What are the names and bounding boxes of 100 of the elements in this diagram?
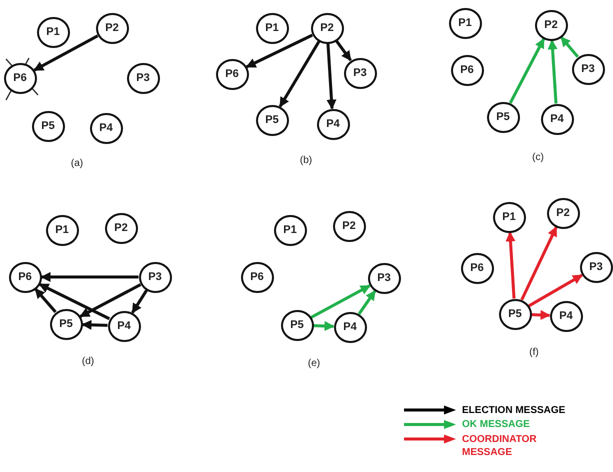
process-label: P2 <box>556 208 570 218</box>
process-circle <box>572 54 604 84</box>
process-circle <box>90 112 122 144</box>
process-circle <box>450 54 484 86</box>
process-label: P3 <box>353 68 367 78</box>
process-circle <box>50 308 82 340</box>
arrow <box>34 288 57 313</box>
process-label: P3 <box>136 72 150 84</box>
arrow <box>38 282 110 320</box>
process-label: P3 <box>377 272 391 284</box>
process-circle <box>126 62 160 94</box>
arrow <box>531 310 551 320</box>
process-circle <box>280 310 314 340</box>
process-label: P4 <box>550 114 564 124</box>
process-circle <box>32 110 64 142</box>
process-label: P2 <box>105 22 119 34</box>
arrow <box>560 36 579 58</box>
process-label: P3 <box>589 262 603 272</box>
legend-text: ELECTION MESSAGE <box>462 404 566 416</box>
process-circle <box>316 108 350 140</box>
arrow <box>520 226 558 300</box>
process-label: P6 <box>250 272 264 282</box>
arrow <box>508 38 546 104</box>
process-label: P5 <box>290 320 304 330</box>
process-circle <box>460 252 494 284</box>
process-circle <box>344 58 376 88</box>
process-circle <box>36 16 70 48</box>
arrow <box>528 274 583 308</box>
process-label: P4 <box>99 122 113 134</box>
process-circle <box>138 262 172 292</box>
process-circle <box>216 58 248 90</box>
process-circle <box>546 198 580 228</box>
panel-caption: (b) <box>300 155 312 166</box>
process-label: P5 <box>41 120 55 132</box>
process-circle <box>580 252 612 282</box>
arrow <box>246 34 313 68</box>
process-label: P4 <box>343 322 357 332</box>
process-label: P6 <box>460 64 474 76</box>
process-label: P4 <box>326 118 340 130</box>
arrow <box>310 284 371 319</box>
process-label: P1 <box>55 224 69 236</box>
process-circle <box>310 12 344 44</box>
process-label: P2 <box>544 20 558 30</box>
panel-caption: (a) <box>70 158 84 169</box>
process-label: P6 <box>225 68 239 80</box>
process-circle <box>96 12 128 44</box>
process-circle <box>274 214 306 246</box>
panel-caption: (f) <box>529 347 539 358</box>
arrow <box>326 43 336 110</box>
process-circle <box>498 298 532 330</box>
process-circle <box>492 202 526 232</box>
process-circle <box>448 8 482 38</box>
process-label: P5 <box>265 114 279 126</box>
process-label: P1 <box>265 22 279 34</box>
process-label: P5 <box>508 308 522 320</box>
process-circle <box>240 262 274 292</box>
process-circle <box>256 12 288 44</box>
process-label: P1 <box>502 212 516 222</box>
process-circle <box>256 104 288 136</box>
process-circle <box>534 10 568 40</box>
legend-text: COORDINATOR MESSAGE <box>462 432 538 458</box>
process-label: P1 <box>46 26 60 38</box>
process-circle <box>334 312 366 342</box>
process-circle <box>8 262 42 292</box>
arrow <box>506 231 516 299</box>
process-label: P2 <box>114 222 128 234</box>
process-label: P5 <box>59 318 73 330</box>
process-circle <box>4 62 36 94</box>
process-label: P2 <box>320 22 334 34</box>
process-label: P4 <box>559 310 573 322</box>
panel-caption: (c) <box>532 152 544 163</box>
process-circle <box>486 102 520 132</box>
process-label: P1 <box>458 18 472 28</box>
process-circle <box>550 300 582 332</box>
arrow <box>82 320 108 330</box>
process-label: P6 <box>18 272 32 282</box>
process-label: P3 <box>581 64 595 74</box>
process-label: P4 <box>117 320 131 332</box>
process-circle <box>540 104 574 134</box>
arrow <box>335 40 352 62</box>
arrow <box>548 39 558 104</box>
process-circle <box>332 210 366 242</box>
arrow <box>33 34 98 72</box>
process-circle <box>108 310 140 342</box>
arrow <box>80 283 142 318</box>
arrow <box>131 290 148 314</box>
legend-text: OK MESSAGE <box>462 418 531 431</box>
arrow <box>278 40 320 108</box>
arrow <box>40 272 138 282</box>
process-circle <box>46 214 78 246</box>
panel-caption: (d) <box>82 356 94 367</box>
process-label: P3 <box>148 272 162 282</box>
process-label: P1 <box>283 224 297 236</box>
process-circle <box>104 212 138 244</box>
process-label: P6 <box>12 72 28 84</box>
arrow <box>313 321 334 332</box>
panel-caption: (e) <box>308 358 320 369</box>
process-circle <box>368 262 400 294</box>
process-label: P6 <box>470 262 484 274</box>
process-label: P2 <box>342 220 356 232</box>
